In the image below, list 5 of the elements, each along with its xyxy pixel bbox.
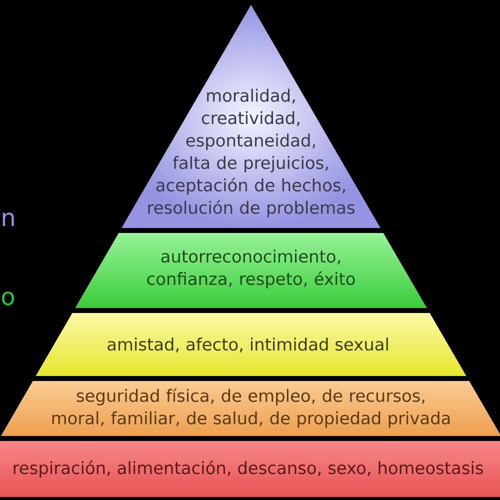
- pyramid-level: seguridad física, de empleo, de recursos, moral, familiar, de salud, de propiedad privada: [1, 381, 500, 436]
- pyramid-level: respiración, alimentación, descanso, sexo, homeostasis: [0, 441, 500, 497]
- side-label: o: [2, 292, 14, 306]
- side-label: n: [2, 212, 14, 226]
- pyramid-level: amistad, afecto, intimidad sexual: [36, 313, 466, 376]
